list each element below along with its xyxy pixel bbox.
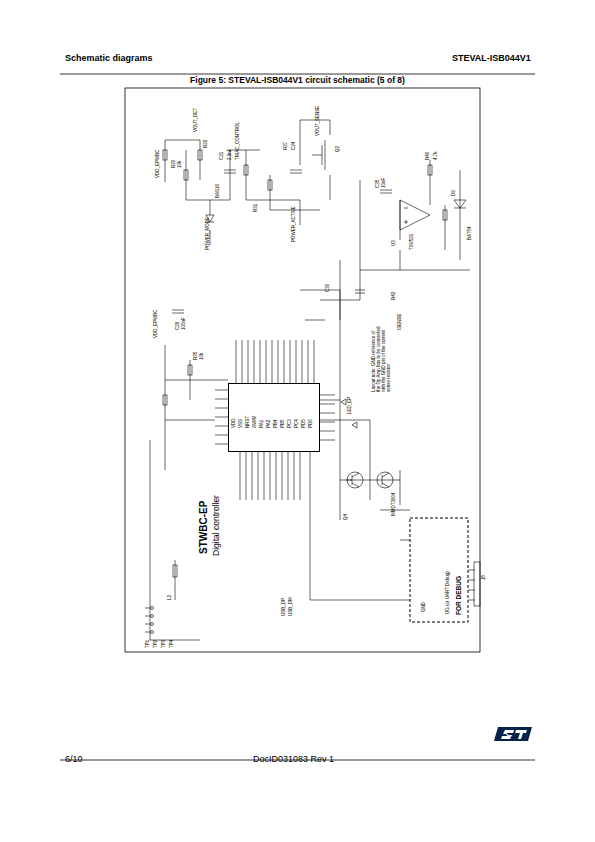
schematic-label: VOUT_DET bbox=[194, 108, 199, 132]
schematic-label: VDD_EPWBC bbox=[154, 309, 159, 338]
schematic-label: NRST bbox=[246, 416, 251, 428]
schematic-label: C35 bbox=[376, 180, 381, 188]
st-logo bbox=[494, 727, 532, 741]
page-text: 6/10 bbox=[65, 755, 83, 765]
schematic-label: PD6 bbox=[309, 419, 314, 428]
schematic-label: R35 bbox=[194, 352, 199, 360]
schematic-label: R31 bbox=[254, 204, 259, 212]
schematic-label: D9 bbox=[452, 190, 457, 196]
schematic-label: USB_DP bbox=[282, 598, 287, 616]
schematic-label: POWER_MODE bbox=[206, 217, 211, 250]
schematic-label: J8 bbox=[482, 575, 487, 580]
signal-wire bbox=[310, 452, 410, 600]
schematic-label: VDD bbox=[232, 418, 237, 428]
schematic-label: Q4 bbox=[344, 514, 349, 520]
schematic-label: Layout note: GND reference of the Op Amp… bbox=[372, 326, 392, 392]
header-rule bbox=[60, 74, 535, 75]
schematic-label: VDD_EPWBC bbox=[156, 149, 161, 178]
schematic-label: 10k bbox=[200, 353, 205, 360]
schematic-label: PB5 bbox=[281, 419, 286, 428]
schematic-label: TP1 bbox=[146, 640, 151, 648]
page-text: Schematic diagrams bbox=[65, 54, 153, 64]
schematic-label: LED_EP bbox=[348, 397, 353, 414]
figure-title: Figure 5: STEVAL-ISB044V1 circuit schema… bbox=[0, 76, 595, 85]
schematic-label: POWER_ACTIVE bbox=[292, 206, 297, 242]
schematic-frame bbox=[125, 88, 480, 652]
schematic-label: TP2 bbox=[154, 640, 159, 648]
ic-block: STWBC-EPDigital controller bbox=[228, 383, 320, 452]
node-text: STWBC-EP bbox=[198, 501, 209, 554]
schematic-label: 10nF bbox=[382, 178, 387, 188]
page-text: STEVAL-ISB044V1 bbox=[452, 54, 531, 64]
node-text: FOR DEBUG bbox=[455, 576, 462, 615]
schematic-label: R27 bbox=[284, 142, 289, 150]
schematic-label: Q2 bbox=[336, 146, 341, 152]
schematic-label: TP4 bbox=[170, 640, 175, 648]
schematic-label: 2.2nF bbox=[228, 148, 233, 160]
schematic-label: MMDT3904 bbox=[392, 492, 397, 516]
schematic-label: R42 bbox=[392, 292, 397, 300]
schematic-label: R40 bbox=[426, 152, 431, 160]
debug-dashed-outline bbox=[410, 518, 468, 622]
schematic-label: ISENSE bbox=[398, 313, 403, 330]
schematic-label: L2 bbox=[168, 595, 173, 600]
schematic-label: PD5 bbox=[302, 419, 307, 428]
ic-pins bbox=[215, 340, 335, 500]
schematic-label: R22 bbox=[204, 140, 209, 148]
schematic-label: PA1 bbox=[260, 420, 265, 428]
page-text: DocID031083 Rev 1 bbox=[253, 755, 334, 765]
schematic-label: TP3 bbox=[162, 640, 167, 648]
debug-box: FOR DEBUG bbox=[410, 518, 468, 622]
schematic-label: R20 bbox=[172, 160, 177, 168]
schematic-label: 100nF bbox=[182, 317, 187, 330]
schematic-label: BAT54 bbox=[468, 227, 473, 240]
schematic-label: VSS bbox=[239, 419, 244, 428]
node-text: Digital controller bbox=[212, 495, 221, 556]
schematic-label: PA2 bbox=[267, 420, 272, 428]
schematic-label: C29 bbox=[176, 322, 181, 330]
wires bbox=[150, 120, 475, 640]
schematic-label: PB4 bbox=[274, 419, 279, 428]
schematic-label: PC4 bbox=[295, 419, 300, 428]
schematic-label: BAS16 bbox=[216, 184, 221, 198]
component-symbols bbox=[145, 140, 480, 634]
schematic-label: 4.7k bbox=[434, 151, 439, 160]
schematic-label: C21 bbox=[220, 152, 225, 160]
schematic-label: SWIM bbox=[253, 416, 258, 428]
schematic-label: UG (or UART Debug) bbox=[446, 571, 451, 614]
schematic-label: 10k bbox=[178, 161, 183, 168]
schematic-label: C30 bbox=[326, 284, 331, 292]
schematic-label: PC3 bbox=[288, 419, 293, 428]
schematic-label: VOUT_SENSE bbox=[316, 106, 321, 136]
schematic-label: U3 bbox=[392, 240, 397, 246]
schematic-label: TSV521 bbox=[410, 234, 415, 250]
schematic-label: C24 bbox=[292, 142, 297, 150]
schematic-label: GND bbox=[422, 602, 427, 612]
schematic-label: TRIAC_CONTROL bbox=[236, 122, 241, 160]
schematic-label: USB_DM bbox=[289, 597, 294, 616]
